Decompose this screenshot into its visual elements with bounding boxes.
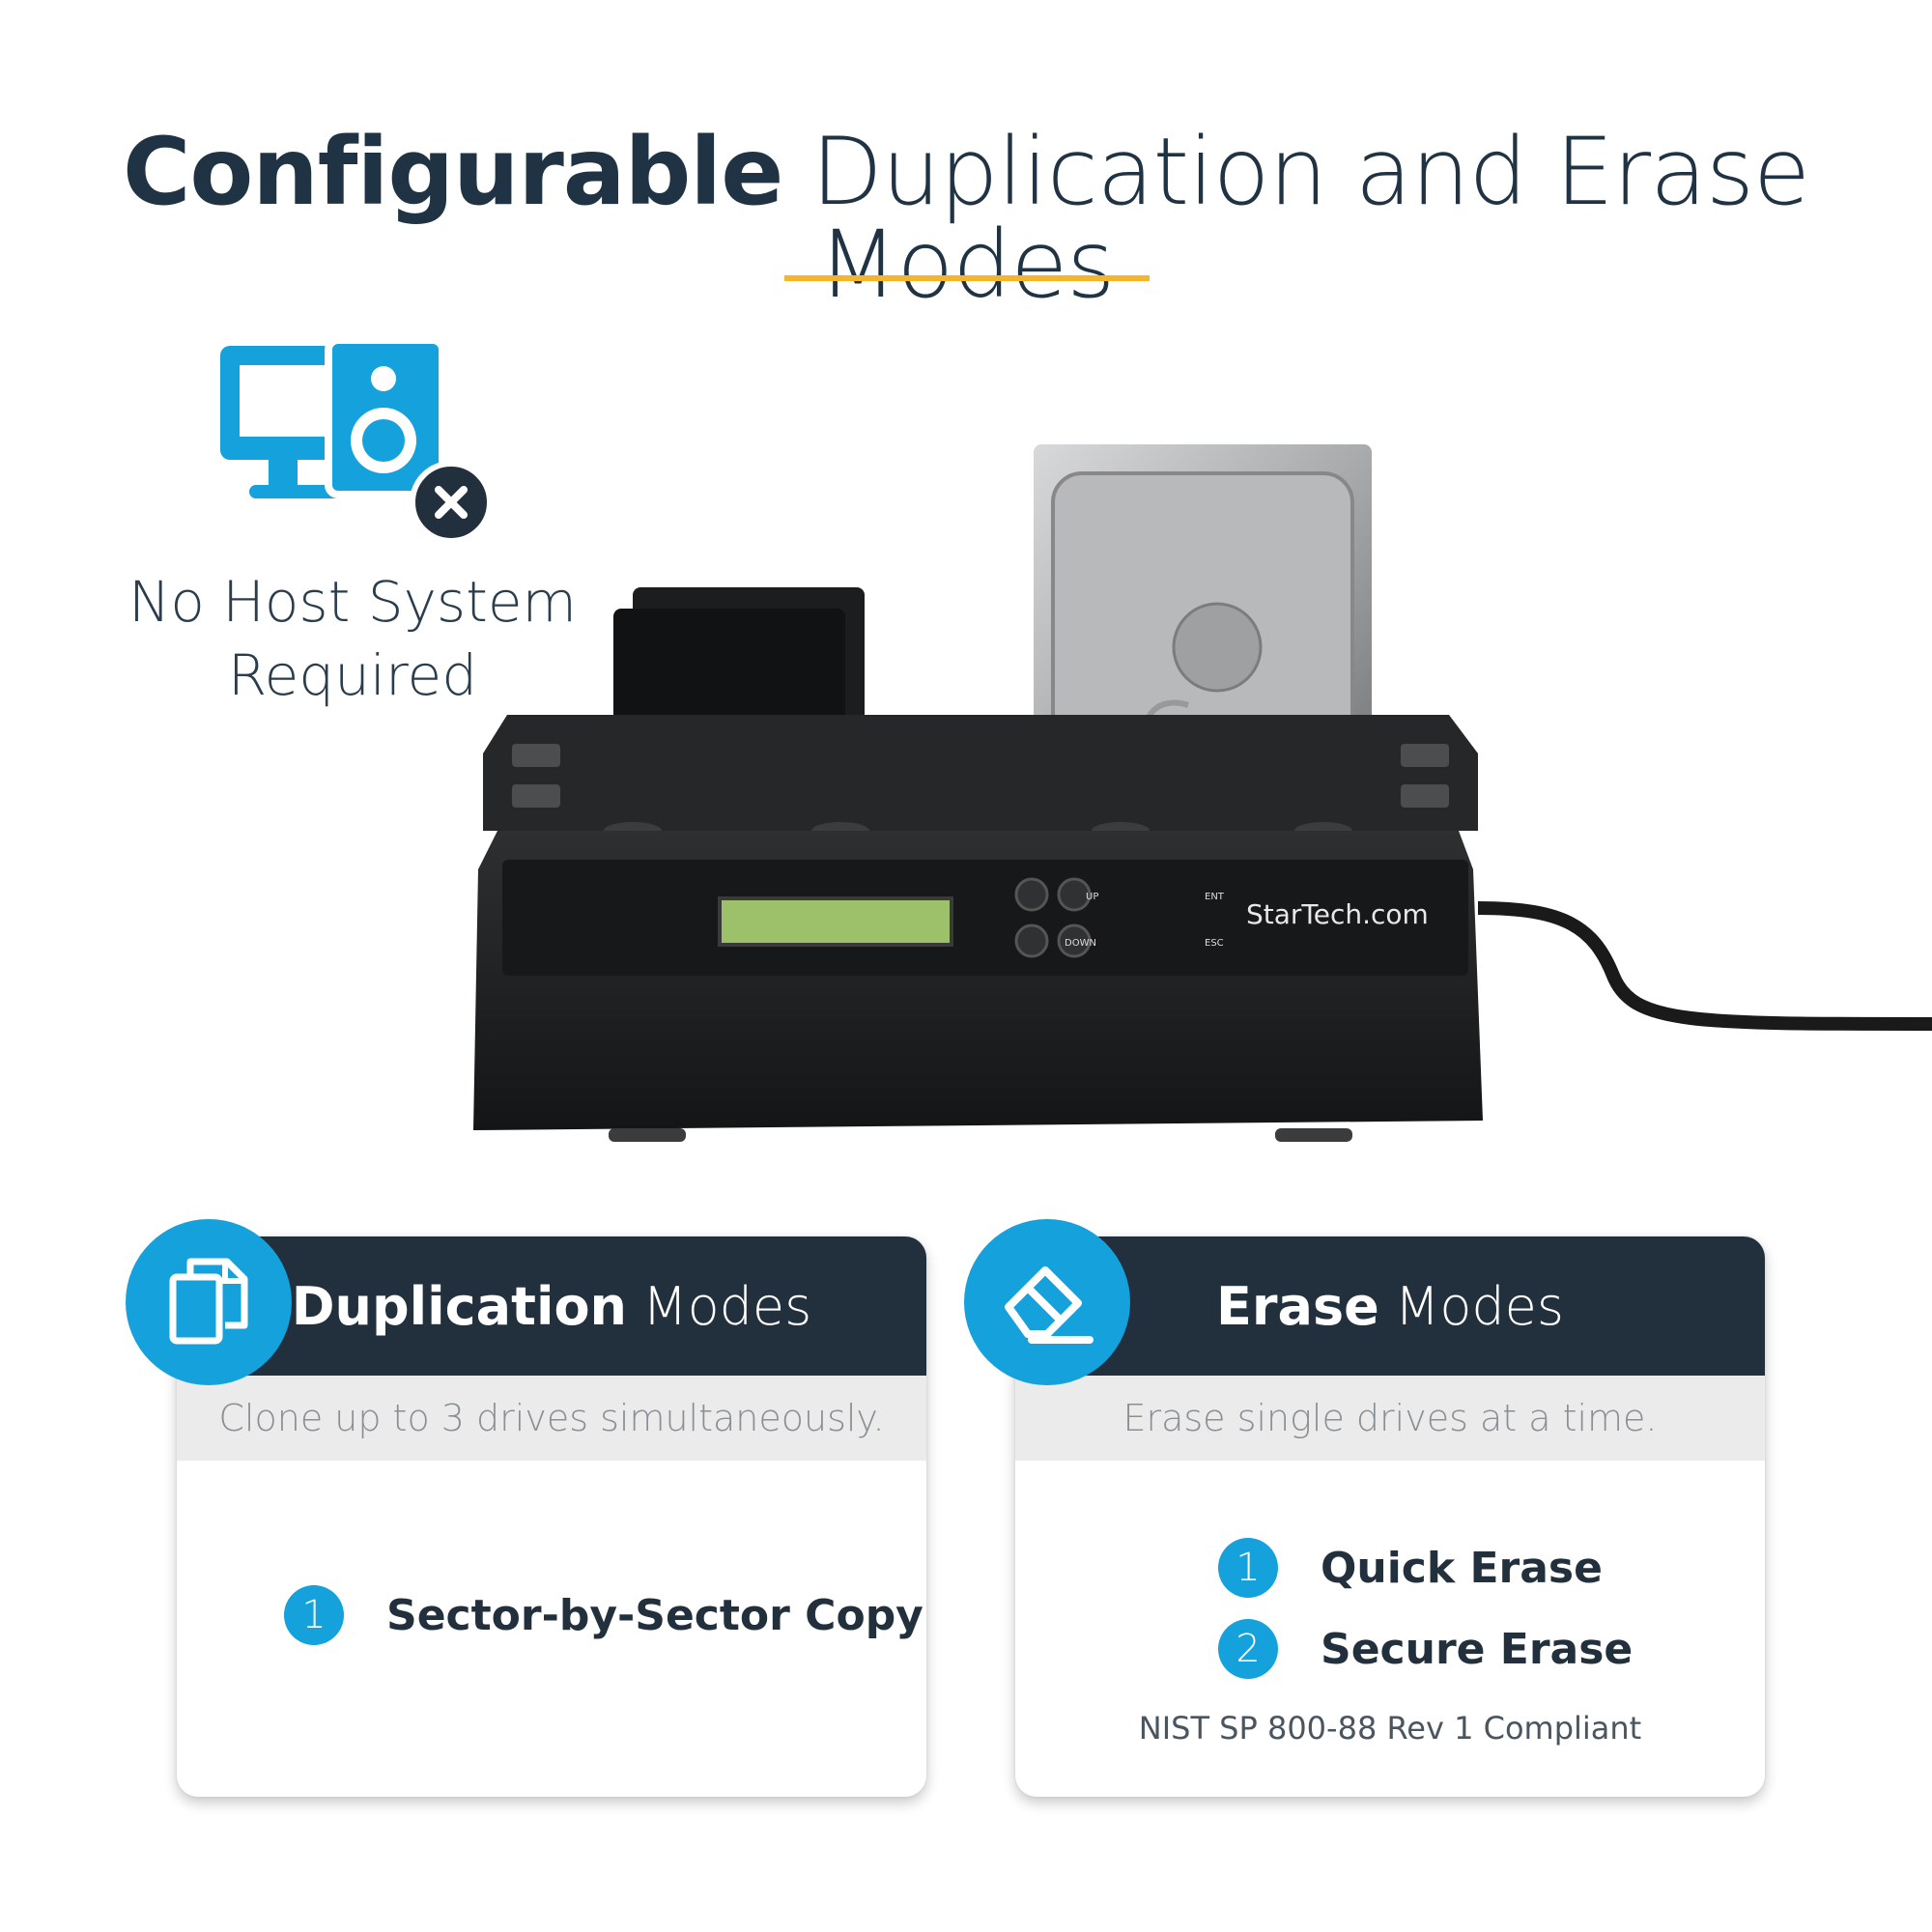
erase-card-header: Erase Modes xyxy=(1015,1236,1765,1376)
eraser-icon xyxy=(1005,1266,1094,1344)
erase-subtitle: Erase single drives at a time. xyxy=(1015,1376,1765,1461)
duplication-mode-item: 1 Sector-by-Sector Copy xyxy=(284,1585,923,1645)
duplication-card-header: Duplication Modes xyxy=(177,1236,926,1376)
duplication-header-light: Modes xyxy=(642,1275,812,1337)
erase-header-strong: Erase xyxy=(1216,1275,1379,1337)
mode-number: 2 xyxy=(1218,1619,1278,1679)
erase-mode-item: 1 Quick Erase xyxy=(1218,1538,1603,1598)
duplicator-dock-image xyxy=(473,444,1932,1142)
no-host-line2: Required xyxy=(227,642,478,708)
title-strong: Configurable xyxy=(122,118,783,226)
device-button-up: UP xyxy=(1086,892,1099,902)
device-brand: StarTech.com xyxy=(1246,898,1429,930)
title-underline xyxy=(784,275,1150,281)
mode-label: Secure Erase xyxy=(1321,1624,1634,1674)
duplication-card: Duplication Modes Clone up to 3 drives s… xyxy=(177,1236,926,1797)
title-light: Duplication and Erase Modes xyxy=(810,118,1810,319)
erase-compliance-note: NIST SP 800-88 Rev 1 Compliant xyxy=(1138,1710,1642,1747)
page-title: Configurable Duplication and Erase Modes xyxy=(0,126,1932,311)
mode-label: Sector-by-Sector Copy xyxy=(386,1590,923,1640)
duplication-subtitle: Clone up to 3 drives simultaneously. xyxy=(177,1376,926,1461)
computer-drive-no-host-icon xyxy=(220,340,493,544)
device-button-down: DOWN xyxy=(1065,938,1096,949)
mode-number: 1 xyxy=(1218,1538,1278,1598)
erase-card: Erase Modes Erase single drives at a tim… xyxy=(1015,1236,1765,1797)
device-button-ent: ENT xyxy=(1205,892,1224,902)
copy-icon xyxy=(169,1258,248,1345)
mode-label: Quick Erase xyxy=(1321,1543,1603,1593)
erase-header-light: Modes xyxy=(1394,1275,1564,1337)
no-host-line1: No Host System xyxy=(128,569,578,635)
mode-number: 1 xyxy=(284,1585,344,1645)
device-button-esc: ESC xyxy=(1205,938,1224,949)
no-host-label: No Host System Required xyxy=(106,565,599,712)
duplication-badge xyxy=(126,1219,292,1385)
erase-badge xyxy=(964,1219,1130,1385)
duplication-header-strong: Duplication xyxy=(291,1275,627,1337)
erase-mode-item: 2 Secure Erase xyxy=(1218,1619,1633,1679)
